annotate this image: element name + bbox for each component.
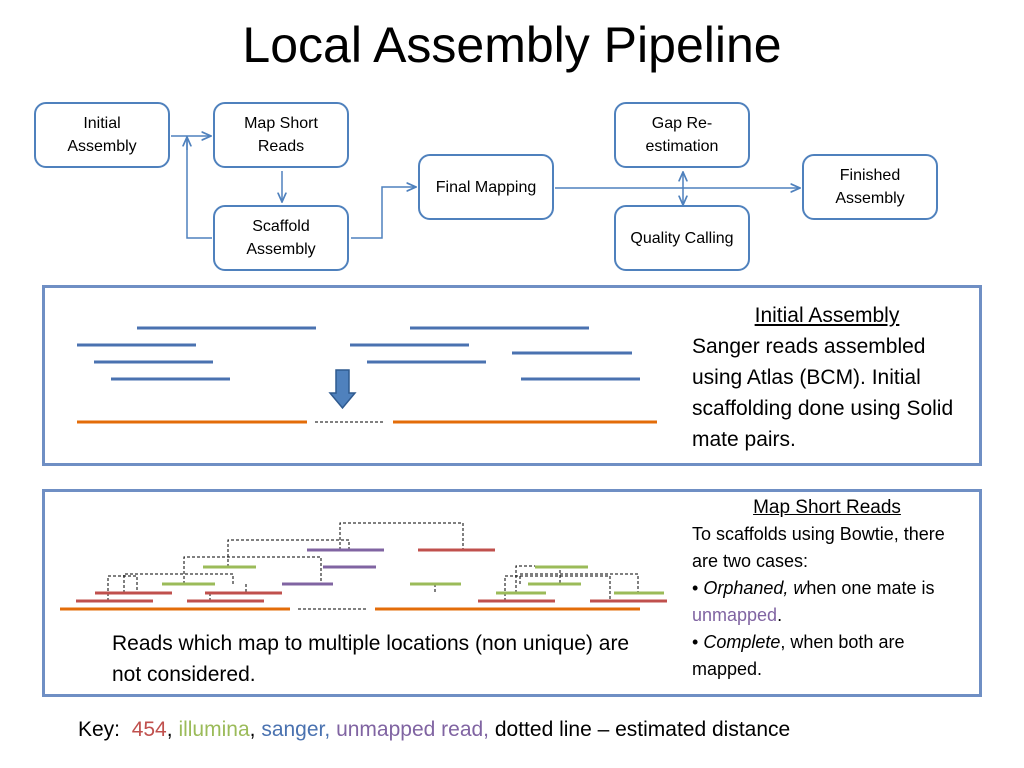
flow-connectors (171, 0, 1024, 239)
key-sanger: sanger, (261, 718, 331, 741)
box-final-mapping: Final Mapping (418, 154, 554, 220)
case-orphaned: • Orphaned, when one mate is unmapped. (692, 578, 935, 625)
map-short-reads-heading: Map Short Reads (753, 497, 901, 518)
initial-assembly-body: Sanger reads assembled using Atlas (BCM)… (692, 335, 954, 451)
box-scaffold-assembly: Scaffold Assembly (213, 205, 349, 271)
box-map-short-reads: Map Short Reads (213, 102, 349, 168)
initial-assembly-description: Initial Assembly Sanger reads assembled … (692, 300, 962, 455)
map-short-reads-description: Map Short Reads To scaffolds using Bowti… (692, 494, 962, 683)
key-unmapped: unmapped read, (336, 718, 490, 741)
key-label: Key: (78, 718, 121, 741)
non-unique-note: Reads which map to multiple locations (n… (112, 632, 630, 686)
arrow-scaffold-loop (186, 136, 212, 239)
box-gap-reestimation: Gap Re-estimation (614, 102, 750, 168)
box-quality-calling: Quality Calling (614, 205, 750, 271)
case-complete: • Complete, when both are mapped. (692, 632, 905, 679)
key-454: 454 (131, 718, 167, 741)
map-short-reads-intro: To scaffolds using Bowtie, there are two… (692, 524, 945, 571)
initial-assembly-heading: Initial Assembly (754, 304, 900, 327)
panel-initial-assembly (42, 285, 982, 466)
box-initial-assembly: Initial Assembly (34, 102, 170, 168)
box-finished-assembly: Finished Assembly (802, 154, 938, 220)
key-dotted: dotted line – estimated distance (494, 718, 791, 741)
page-title: Local Assembly Pipeline (242, 17, 782, 73)
arrow-scaffold-to-final (351, 187, 416, 239)
key-illumina: illumina (178, 718, 250, 741)
legend-key: Key: 454, illumina, sanger, unmapped rea… (78, 718, 791, 741)
